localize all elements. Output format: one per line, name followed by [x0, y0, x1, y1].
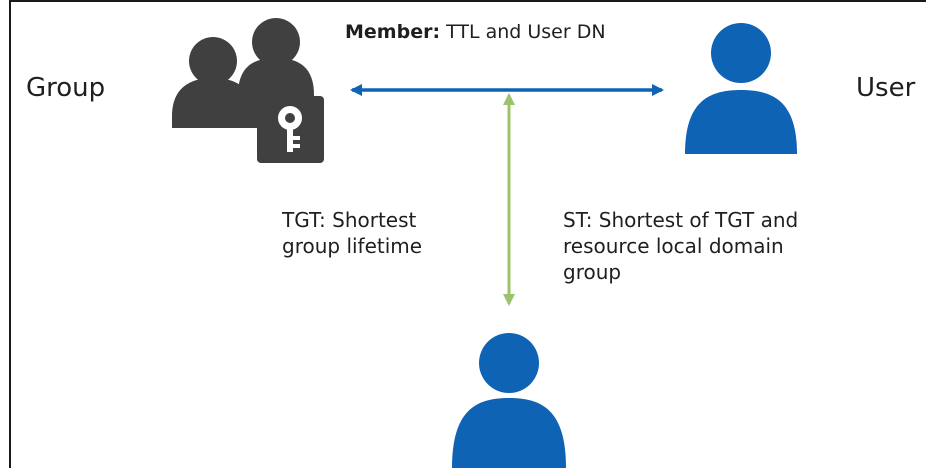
- resource-user-icon: [452, 333, 566, 468]
- user-icon: [685, 23, 797, 154]
- st-label: ST: Shortest of TGT and resource local d…: [563, 208, 799, 284]
- tgt-label: TGT: Shortest group lifetime: [282, 208, 423, 258]
- member-text: TTL and User DN: [440, 21, 606, 43]
- member-label: Member: TTL and User DN: [345, 21, 606, 45]
- frame-left-border: [9, 0, 11, 468]
- member-prefix: Member:: [345, 21, 441, 43]
- group-with-key-icon: [172, 18, 324, 163]
- group-label: Group: [26, 73, 106, 103]
- frame-top-border: [9, 0, 926, 2]
- user-label: User: [856, 73, 916, 103]
